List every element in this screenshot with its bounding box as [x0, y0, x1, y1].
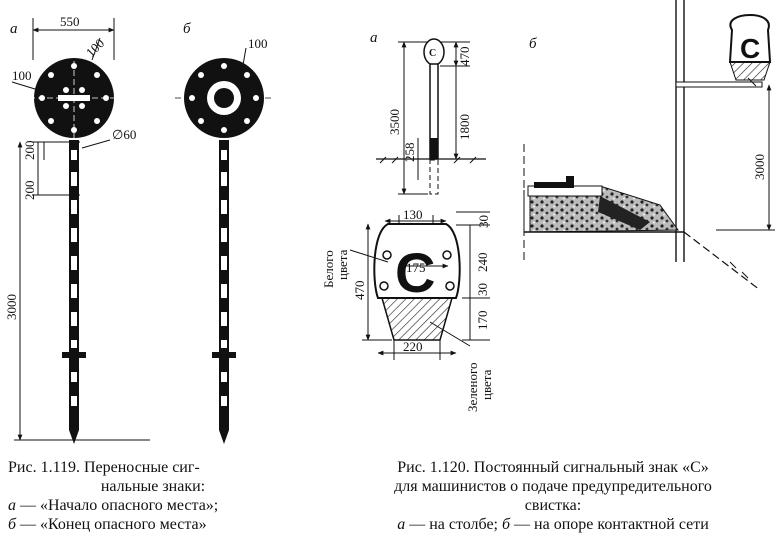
sign-letter-b: С [740, 33, 760, 64]
dim-100-left: 100 [12, 68, 32, 83]
fig120-caption-line1: Рис. 1.120. Постоянный сигнальный знак «… [397, 459, 709, 476]
fig120-a-label: а [370, 30, 378, 46]
dim-240: 240 [475, 253, 490, 273]
fig119-a-label: а [10, 21, 18, 37]
dim-3000-b: 3000 [752, 154, 767, 180]
fig119-caption-text-a: — «Начало опасного места»; [16, 497, 219, 514]
fig120-caption-line3: свистка: [524, 497, 582, 514]
fig119-b-label: б [183, 21, 191, 37]
fig119-caption-line3: а — «Начало опасного места»; [8, 496, 298, 515]
dim-100-b: 100 [248, 36, 268, 51]
label-green-2: цвета [479, 369, 494, 400]
dim-130: 130 [403, 207, 423, 222]
dim-470-top: 470 [457, 47, 472, 67]
dim-3500: 3500 [387, 109, 402, 135]
fig119-caption-text-b: — «Конец опасного места» [16, 516, 207, 533]
dim-258: 258 [402, 143, 417, 163]
fig119-caption-line4: б — «Конец опасного места» [8, 515, 298, 534]
dim-1800: 1800 [457, 114, 472, 140]
dim-220: 220 [403, 339, 423, 354]
fig120-caption-text-a: — на столбе; [405, 516, 502, 533]
dim-200-b: 200 [22, 181, 37, 201]
dim-470-side: 470 [352, 281, 367, 301]
dim-3000: 3000 [4, 294, 19, 320]
fig120-caption-line2: для машинистов о подаче предупредительно… [394, 478, 712, 495]
fig120-b-catenary: б С 3000 [523, 0, 775, 291]
label-green-1: Зеленого [465, 362, 480, 412]
sign-letter: С [395, 241, 435, 304]
dim-200-a: 200 [22, 141, 37, 161]
fig119-caption: Рис. 1.119. Переносные сиг- нальные знак… [8, 458, 298, 534]
fig120-a-pole-sign: а С 3500 258 470 1800 [370, 30, 486, 195]
label-white-2: цвета [335, 249, 350, 280]
fig120-b-label: б [529, 36, 537, 52]
fig120-caption-letter-b: б [501, 516, 511, 533]
fig120-caption-letter-a: а [397, 516, 406, 533]
dim-550: 550 [60, 14, 80, 29]
fig119-a-signal: а 550 100 100 ∅60 [4, 14, 150, 444]
fig119-caption-letter-b: б [8, 516, 17, 533]
sign-white-shape [373, 223, 461, 299]
dim-30-top: 30 [476, 215, 491, 228]
dim-170: 170 [475, 311, 490, 331]
fig120-sign-detail: 130 30 С 175 240 30 170 470 Белого цвета… [321, 207, 494, 412]
fig119-caption-letter-a: а [8, 497, 16, 514]
sign-green-base [381, 297, 453, 341]
svg-text:С: С [429, 48, 436, 59]
fig119-caption-line2: нальные знаки: [100, 478, 206, 495]
fig120-caption: Рис. 1.120. Постоянный сигнальный знак «… [330, 458, 776, 534]
dim-dia60: ∅60 [112, 127, 136, 142]
fig119-caption-line1: Рис. 1.119. Переносные сиг- [8, 459, 200, 476]
dim-175: 175 [406, 260, 426, 275]
fig120-caption-text-b: — на опоре контактной сети [510, 516, 709, 533]
fig119-b-signal: б 100 [175, 21, 272, 444]
fig120-caption-line4: а — на столбе; б — на опоре контактной с… [330, 515, 776, 534]
dim-30-mid: 30 [475, 283, 490, 296]
dim-100-top: 100 [83, 36, 107, 60]
label-white-1: Белого [321, 250, 336, 288]
